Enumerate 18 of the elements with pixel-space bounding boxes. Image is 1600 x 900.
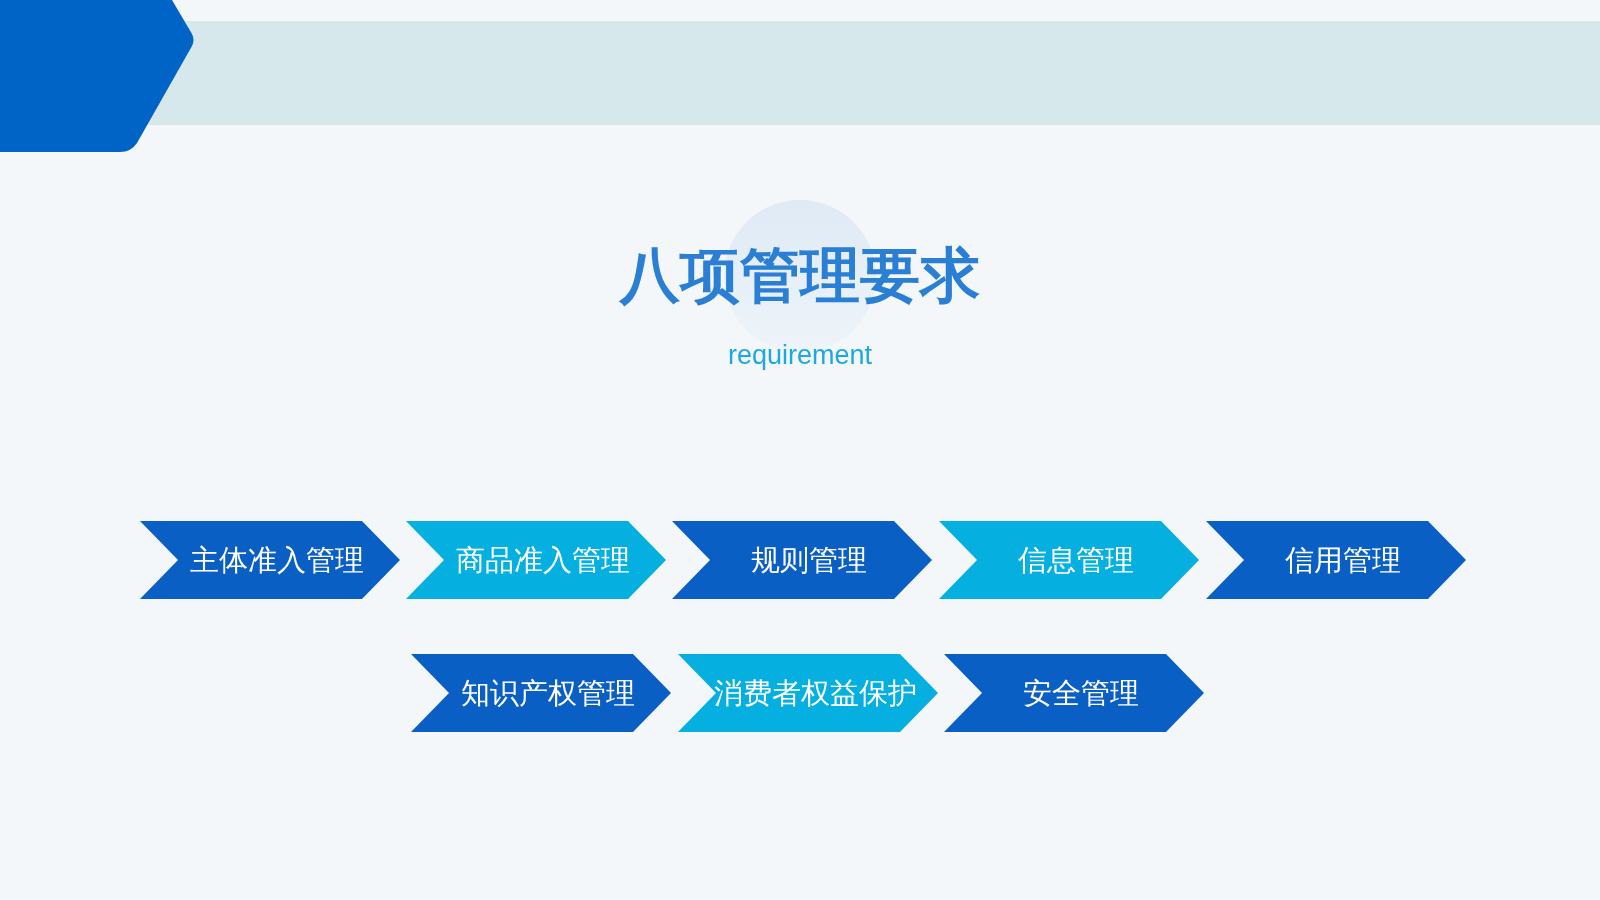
title-text: 八项管理要求 <box>618 241 981 311</box>
chevron-shape <box>411 654 671 732</box>
chevron-label: 安全管理 <box>1023 676 1139 711</box>
chevron-shape <box>1206 521 1466 599</box>
chevron-shape <box>406 521 666 599</box>
chevron-shape <box>678 654 938 732</box>
chevron-label: 消费者权益保护 <box>713 676 917 711</box>
chevron-shape <box>672 521 932 599</box>
chevron-shape <box>140 521 400 599</box>
chevron-label: 主体准入管理 <box>190 543 364 578</box>
chevron-label: 规则管理 <box>751 543 867 578</box>
chevron-label: 知识产权管理 <box>461 676 635 711</box>
subtitle-text: requirement <box>726 339 874 372</box>
chevron-shape <box>939 521 1199 599</box>
chevron-shape <box>944 654 1204 732</box>
chevron-label: 信息管理 <box>1018 543 1134 578</box>
chevron-label: 信用管理 <box>1285 543 1401 578</box>
chevron-label: 商品准入管理 <box>456 543 630 578</box>
